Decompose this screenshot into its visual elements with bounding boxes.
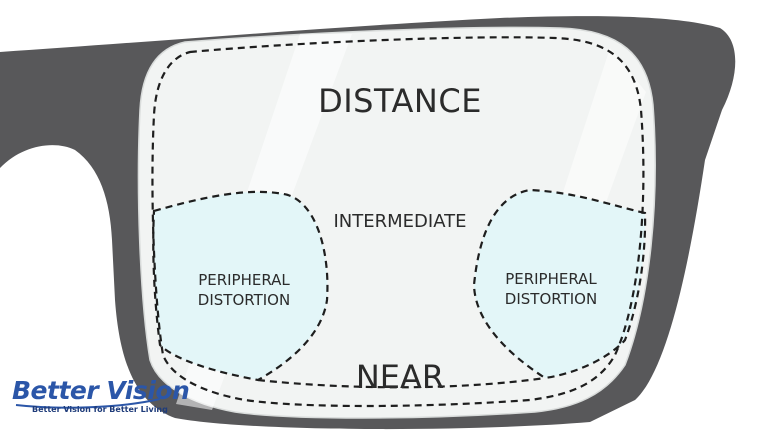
near-label: NEAR <box>355 358 445 396</box>
peripheral-right-line-1: PERIPHERAL <box>505 270 597 288</box>
peripheral-distortion-label-right: PERIPHERAL DISTORTION <box>481 269 621 309</box>
intermediate-label: INTERMEDIATE <box>333 211 467 232</box>
logo-swoosh <box>15 398 161 409</box>
peripheral-distortion-zone-left <box>152 190 329 382</box>
distance-label: DISTANCE <box>318 82 482 120</box>
lens-dashed-outline <box>151 36 645 408</box>
peripheral-left-line-1: PERIPHERAL <box>198 271 290 289</box>
peripheral-right-line-2: DISTORTION <box>504 290 598 308</box>
logo-name: Better Vision <box>12 376 190 405</box>
peripheral-distortion-zone-right <box>472 188 647 380</box>
logo-tagline: Better Vision for Better Living <box>32 405 168 414</box>
peripheral-left-line-2: DISTORTION <box>197 291 291 309</box>
peripheral-distortion-label-left: PERIPHERAL DISTORTION <box>174 270 314 310</box>
better-vision-logo: Better Vision Better Vision for Better L… <box>12 376 202 414</box>
near-zone-boundary <box>257 376 546 389</box>
